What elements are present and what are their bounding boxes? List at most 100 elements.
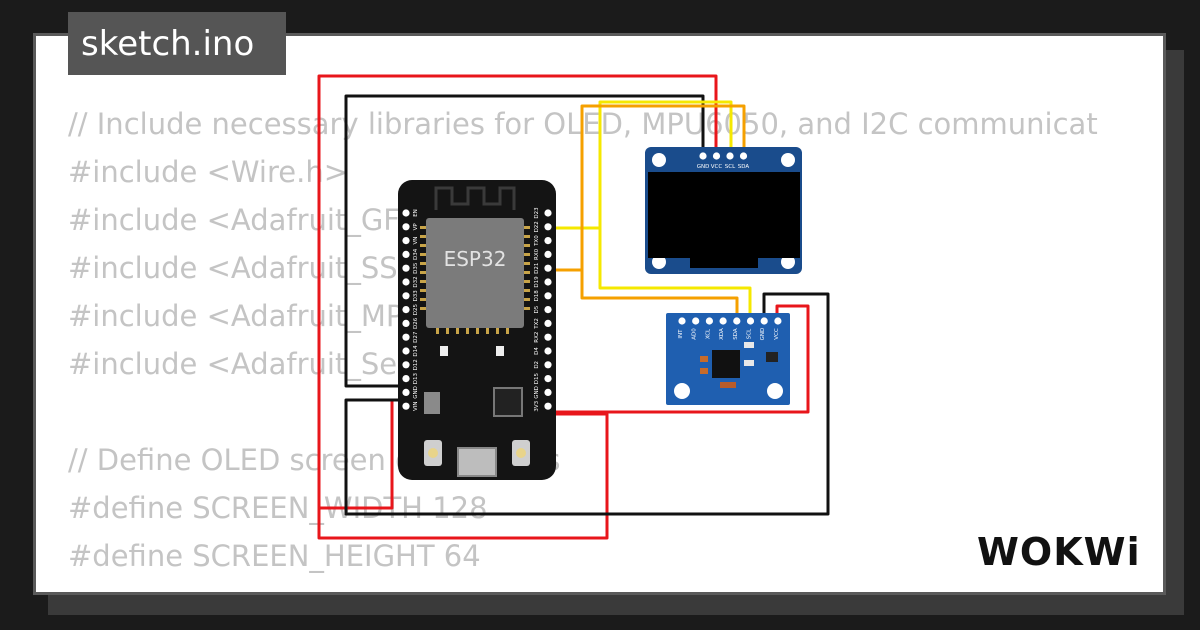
esp32-pin-3v3[interactable] xyxy=(544,402,552,410)
esp32-pin-gnd[interactable] xyxy=(402,388,410,396)
esp32-pin-label: TX0 xyxy=(534,235,540,247)
esp32-pin-d12[interactable] xyxy=(402,361,410,369)
oled-pin-label: GND xyxy=(697,164,710,170)
esp32-pin-label: D27 xyxy=(413,331,419,343)
esp32-pin-d21[interactable] xyxy=(544,264,552,272)
esp32-pin-label: EN xyxy=(413,209,419,217)
oled-pin-gnd[interactable] xyxy=(699,152,707,160)
esp32-pin-d27[interactable] xyxy=(402,333,410,341)
esp32-pin-d26[interactable] xyxy=(402,319,410,327)
mpu6050-pin-int[interactable] xyxy=(678,317,686,325)
mpu6050-pin-vcc[interactable] xyxy=(774,317,782,325)
esp32-chip xyxy=(426,218,524,328)
mpu6050-chip xyxy=(712,350,740,378)
mpu6050-pin-xcl[interactable] xyxy=(705,317,714,325)
esp32-pin-label: GND xyxy=(534,386,540,399)
esp32-pin-label: D15 xyxy=(534,372,540,384)
file-tab-sketch[interactable]: sketch.ino xyxy=(68,12,286,75)
wire-red-3v3-loop[interactable] xyxy=(317,398,609,540)
esp32-pin-label: VN xyxy=(413,237,419,245)
wire-orange-mpu-sda[interactable] xyxy=(580,268,739,322)
esp32-pin-d22[interactable] xyxy=(544,223,552,231)
mpu6050-pin-ad0[interactable] xyxy=(692,317,700,325)
mpu6050-pin-label: VCC xyxy=(774,328,780,340)
esp32-pin-tx0[interactable] xyxy=(544,237,552,245)
wire-black-mpu-gnd[interactable] xyxy=(344,292,830,516)
esp32-pin-d34[interactable] xyxy=(402,250,410,258)
esp32-pin-label: VP xyxy=(413,223,419,231)
wire-black-oled-gnd[interactable] xyxy=(344,94,705,388)
file-tab-label: sketch.ino xyxy=(81,23,255,64)
esp32-pin-label: D21 xyxy=(534,263,540,274)
code-line: #define SCREEN_WIDTH 128 xyxy=(68,491,488,525)
esp32-pin-label: D19 xyxy=(534,276,540,288)
esp32-pin-d23[interactable] xyxy=(544,209,552,217)
mpu6050-pin-label: INT xyxy=(678,329,684,339)
mpu6050-pin-sda[interactable] xyxy=(733,317,741,325)
mpu6050-pin-xda[interactable] xyxy=(719,317,727,325)
esp32-pin-d15[interactable] xyxy=(544,375,552,383)
esp32-pin-d2[interactable] xyxy=(544,361,552,369)
esp32-pin-rx2[interactable] xyxy=(544,333,552,341)
oled-pin-sda[interactable] xyxy=(739,152,748,160)
esp32-pin-label: D14 xyxy=(413,345,419,357)
esp32-pin-rx0[interactable] xyxy=(544,250,552,258)
oled-pin-label: VCC xyxy=(711,164,723,170)
mpu6050-pin-label: XCL xyxy=(705,328,711,339)
oled-pin-label: SCL xyxy=(725,164,736,170)
mpu6050-pin-label: SDA xyxy=(733,328,739,340)
mpu6050-pin-gnd[interactable] xyxy=(760,317,768,325)
smd-component xyxy=(700,368,708,374)
mpu6050-pin-scl[interactable] xyxy=(746,317,755,325)
esp32-pin-label: D25 xyxy=(413,303,419,315)
esp32-pin-label: D13 xyxy=(413,372,419,384)
esp32-pin-gnd[interactable] xyxy=(544,388,552,396)
esp32-pin-label: D32 xyxy=(413,276,419,287)
esp32-pin-d33[interactable] xyxy=(402,292,410,300)
esp32-pin-label: TX2 xyxy=(534,318,540,330)
esp32-pin-d4[interactable] xyxy=(544,347,552,355)
esp32-pin-label: D35 xyxy=(413,262,419,274)
wokwi-logo: WOKWi xyxy=(977,530,1140,574)
wire-orange-oled-sda[interactable] xyxy=(548,104,746,272)
wire-yellow-mpu-scl[interactable] xyxy=(598,226,752,322)
wire-red-mpu-vcc[interactable] xyxy=(548,304,810,414)
esp32-pin-en[interactable] xyxy=(402,209,410,217)
esp32-pin-label: D4 xyxy=(534,347,540,355)
smd-component xyxy=(744,342,754,348)
esp32-pin-d32[interactable] xyxy=(402,278,410,286)
mpu6050-pin-label: AD0 xyxy=(692,328,698,340)
esp32-pin-label: D33 xyxy=(413,290,419,302)
oled-ribbon xyxy=(690,258,758,268)
esp32-pin-d5[interactable] xyxy=(544,306,552,314)
esp32-pin-d14[interactable] xyxy=(402,347,410,355)
esp32-pin-vp[interactable] xyxy=(402,223,410,231)
mpu6050-pin-label: SCL xyxy=(747,328,753,339)
oled-pin-scl[interactable] xyxy=(726,152,734,160)
esp32-pin-d19[interactable] xyxy=(544,278,552,286)
esp32-pin-d13[interactable] xyxy=(402,375,410,383)
esp32-pin-d18[interactable] xyxy=(544,292,552,300)
oled-pin-vcc[interactable] xyxy=(712,152,721,160)
esp32-board[interactable]: ESP32 ENVPVND34D35D32D33D25D26D27D14D12D… xyxy=(398,180,556,480)
esp32-pin-label: D18 xyxy=(534,290,540,302)
oled-pin-label: SDA xyxy=(738,164,750,170)
esp32-pin-label: 3V3 xyxy=(534,400,540,411)
esp32-pin-headers: ENVPVND34D35D32D33D25D26D27D14D12D13GNDV… xyxy=(402,207,552,412)
esp32-pin-vn[interactable] xyxy=(402,237,410,245)
esp32-pin-tx2[interactable] xyxy=(544,319,552,327)
smd-component xyxy=(720,382,736,388)
smd-component xyxy=(496,346,504,356)
antenna-trace xyxy=(434,186,516,210)
esp32-pin-d35[interactable] xyxy=(402,264,410,272)
smd-component xyxy=(700,356,708,362)
esp32-pin-vin[interactable] xyxy=(402,402,410,410)
esp32-pin-d25[interactable] xyxy=(402,306,410,314)
smd-component xyxy=(766,352,778,362)
esp32-pin-label: VIN xyxy=(413,401,419,411)
